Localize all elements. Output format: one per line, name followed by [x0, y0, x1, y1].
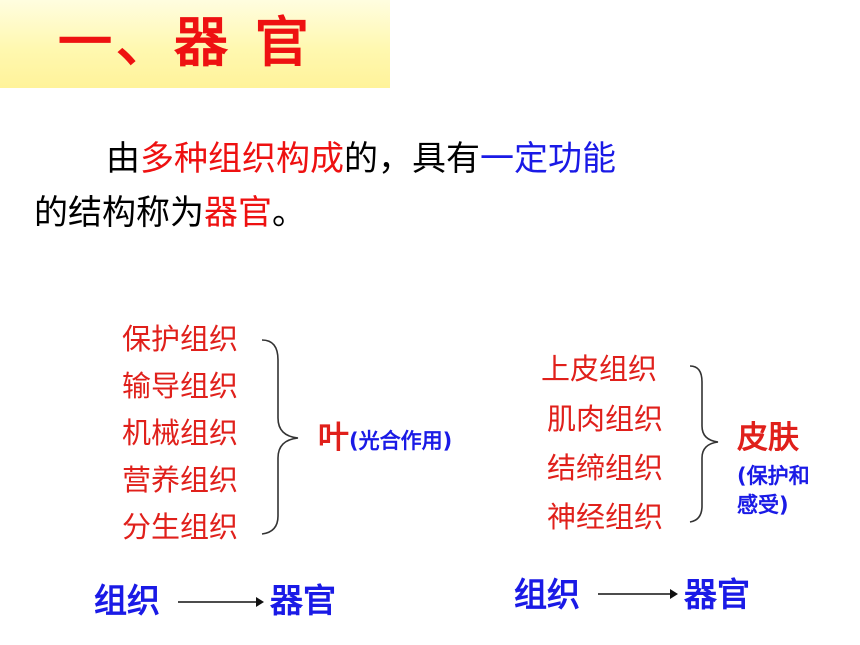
flow-right-organ: 器官 [684, 575, 750, 614]
definition-paragraph: 由多种组织构成的，具有一定功能 的结构称为器官。 [34, 132, 794, 240]
skin-organ-function: (保护和 感受) [737, 462, 810, 520]
definition-text: 的，具有 [344, 139, 480, 179]
leaf-tissue-item: 输导组织 [122, 369, 239, 403]
flow-left-tissue: 组织 [94, 581, 160, 620]
flow-right-tissue: 组织 [514, 575, 580, 614]
page-title: 一、器 官 [58, 11, 313, 74]
flow-left-organ: 器官 [270, 581, 336, 620]
skin-tissue-item: 上皮组织 [541, 352, 658, 386]
definition-text: 的结构称为 [34, 193, 204, 233]
skin-organ-name: 皮肤 [737, 420, 799, 456]
title-banner [0, 0, 390, 88]
leaf-tissue-item: 营养组织 [122, 463, 239, 497]
leaf-tissue-item: 分生组织 [122, 510, 239, 544]
definition-text: 。 [272, 193, 306, 233]
definition-highlight-function: 一定功能 [480, 139, 616, 179]
definition-line-1: 由多种组织构成的，具有一定功能 [34, 132, 794, 186]
skin-brace [689, 365, 719, 523]
leaf-brace [261, 339, 299, 535]
skin-organ-function-line: 感受) [737, 493, 789, 517]
definition-highlight-tissues: 多种组织构成 [140, 139, 344, 179]
flow-right-arrow-icon [598, 589, 678, 599]
skin-tissue-item: 肌肉组织 [547, 402, 664, 436]
leaf-organ-label: 叶(光合作用) [318, 420, 452, 459]
skin-organ-function-line: (保护和 [737, 464, 810, 488]
definition-highlight-organ: 器官 [204, 193, 272, 233]
leaf-tissue-item: 机械组织 [122, 416, 239, 450]
definition-text: 由 [106, 139, 140, 179]
skin-tissue-item: 结缔组织 [547, 451, 664, 485]
leaf-organ-name: 叶 [318, 420, 349, 456]
flow-left-arrow-icon [178, 597, 264, 607]
definition-line-2: 的结构称为器官。 [34, 186, 794, 240]
leaf-tissue-item: 保护组织 [122, 322, 239, 356]
leaf-organ-function: (光合作用) [349, 429, 453, 453]
skin-tissue-item: 神经组织 [547, 500, 664, 534]
